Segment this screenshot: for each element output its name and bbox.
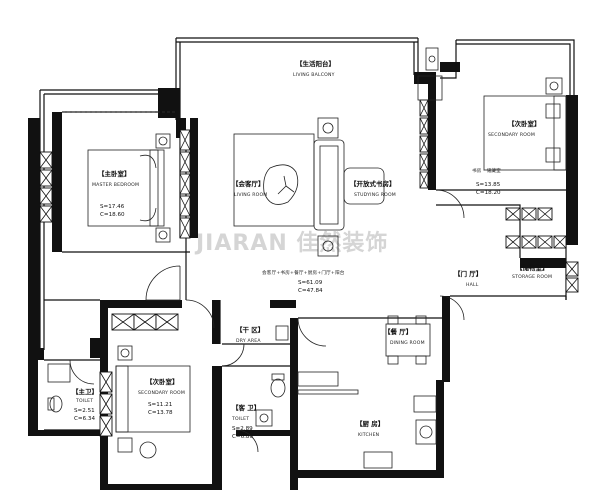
label-toilet-main: 【主卫】 TOILET S=2.51 C=6.34 <box>72 387 98 422</box>
svg-text:C=13.78: C=13.78 <box>148 410 173 416</box>
svg-text:【生活阳台】: 【生活阳台】 <box>296 59 335 68</box>
svg-text:STORAGE ROOM: STORAGE ROOM <box>512 274 552 280</box>
svg-text:【餐 厅】: 【餐 厅】 <box>384 327 412 336</box>
svg-text:C=6.80: C=6.80 <box>232 434 253 440</box>
coffee-table <box>233 133 315 227</box>
svg-text:C=47.84: C=47.84 <box>298 288 323 294</box>
svg-text:S=61.09: S=61.09 <box>298 280 323 286</box>
svg-text:书房 · 储藏室: 书房 · 储藏室 <box>472 167 501 174</box>
kitchen-fixtures <box>297 371 437 469</box>
wardrobe-master-right <box>179 129 191 239</box>
label-master-bedroom: 【主卧室】 MASTER BEDROOM S=17.46 C=18.60 <box>92 169 139 218</box>
label-toilet: 【客 卫】 TOILET S=2.89 C=6.80 <box>231 403 260 440</box>
svg-text:C=6.34: C=6.34 <box>74 416 95 422</box>
svg-text:STUDYING ROOM: STUDYING ROOM <box>354 192 396 198</box>
label-living-room: 【会客厅】 LIVING ROOM <box>232 179 267 198</box>
bathroom-fixtures <box>47 47 443 427</box>
svg-text:HALL: HALL <box>466 282 479 288</box>
svg-text:【主卧室】: 【主卧室】 <box>98 169 131 178</box>
wardrobe-secondary-left <box>99 313 179 437</box>
walls <box>28 37 578 490</box>
svg-text:TOILET: TOILET <box>75 398 93 404</box>
svg-text:【厨 房】: 【厨 房】 <box>356 419 384 428</box>
secondary-bed-right <box>483 77 567 171</box>
storage-cabinets <box>505 207 579 293</box>
svg-text:SECONDARY ROOM: SECONDARY ROOM <box>138 390 185 396</box>
svg-text:S=11.21: S=11.21 <box>148 402 173 408</box>
svg-text:S=17.46: S=17.46 <box>100 204 125 210</box>
secondary-bed-left <box>115 345 191 459</box>
svg-text:DINING ROOM: DINING ROOM <box>390 340 425 346</box>
wardrobe-master-left <box>39 151 53 223</box>
sofa <box>313 117 385 257</box>
svg-text:【次卧室】: 【次卧室】 <box>508 119 541 128</box>
master-bed <box>87 133 171 243</box>
label-living-balcony: 【生活阳台】 LIVING BALCONY <box>293 59 335 78</box>
dining-table <box>385 315 431 365</box>
svg-text:SECONDARY ROOM: SECONDARY ROOM <box>488 132 535 138</box>
bookcase-study <box>419 99 429 189</box>
svg-text:【储物室】: 【储物室】 <box>516 263 549 272</box>
svg-text:S=2.51: S=2.51 <box>74 408 95 414</box>
svg-text:【干 区】: 【干 区】 <box>236 326 264 334</box>
label-dry-area: 【干 区】 DRY AREA <box>236 326 264 344</box>
svg-text:【会客厅】: 【会客厅】 <box>232 179 265 188</box>
doors <box>69 189 465 453</box>
svg-text:【主卫】: 【主卫】 <box>72 387 98 396</box>
watermark: JIARAN 佳然装饰 <box>194 230 388 256</box>
svg-text:DRY AREA: DRY AREA <box>236 338 261 344</box>
svg-text:S=13.85: S=13.85 <box>476 182 501 188</box>
svg-text:会客厅+书房+餐厅+厨房+门厅+阳台: 会客厅+书房+餐厅+厨房+门厅+阳台 <box>262 269 345 276</box>
label-combined-area: 会客厅+书房+餐厅+厨房+门厅+阳台 S=61.09 C=47.84 <box>262 269 345 294</box>
svg-text:【门 厅】: 【门 厅】 <box>454 269 482 278</box>
svg-text:【开放式书房】: 【开放式书房】 <box>350 179 396 188</box>
svg-text:C=18.60: C=18.60 <box>100 212 125 218</box>
svg-text:LIVING ROOM: LIVING ROOM <box>234 192 267 198</box>
svg-text:TOILET: TOILET <box>231 416 249 422</box>
label-secondary-room-left: 【次卧室】 SECONDARY ROOM S=11.21 C=13.78 <box>138 377 185 416</box>
label-hall: 【门 厅】 HALL <box>454 269 482 288</box>
label-kitchen: 【厨 房】 KITCHEN <box>356 419 384 438</box>
svg-text:S=2.89: S=2.89 <box>232 426 253 432</box>
label-studying-room: 【开放式书房】 STUDYING ROOM <box>350 179 396 198</box>
label-secondary-room-right: 【次卧室】 SECONDARY ROOM 书房 · 储藏室 S=13.85 C=… <box>472 119 541 196</box>
svg-text:【客 卫】: 【客 卫】 <box>232 403 260 412</box>
svg-text:C=18.20: C=18.20 <box>476 190 501 196</box>
svg-text:LIVING BALCONY: LIVING BALCONY <box>293 72 335 78</box>
svg-text:KITCHEN: KITCHEN <box>358 432 379 438</box>
label-dining-room: 【餐 厅】 DINING ROOM <box>384 327 425 346</box>
svg-text:【次卧室】: 【次卧室】 <box>146 377 179 386</box>
svg-text:MASTER BEDROOM: MASTER BEDROOM <box>92 182 139 188</box>
label-storage-room: 【储物室】 STORAGE ROOM <box>512 263 552 280</box>
